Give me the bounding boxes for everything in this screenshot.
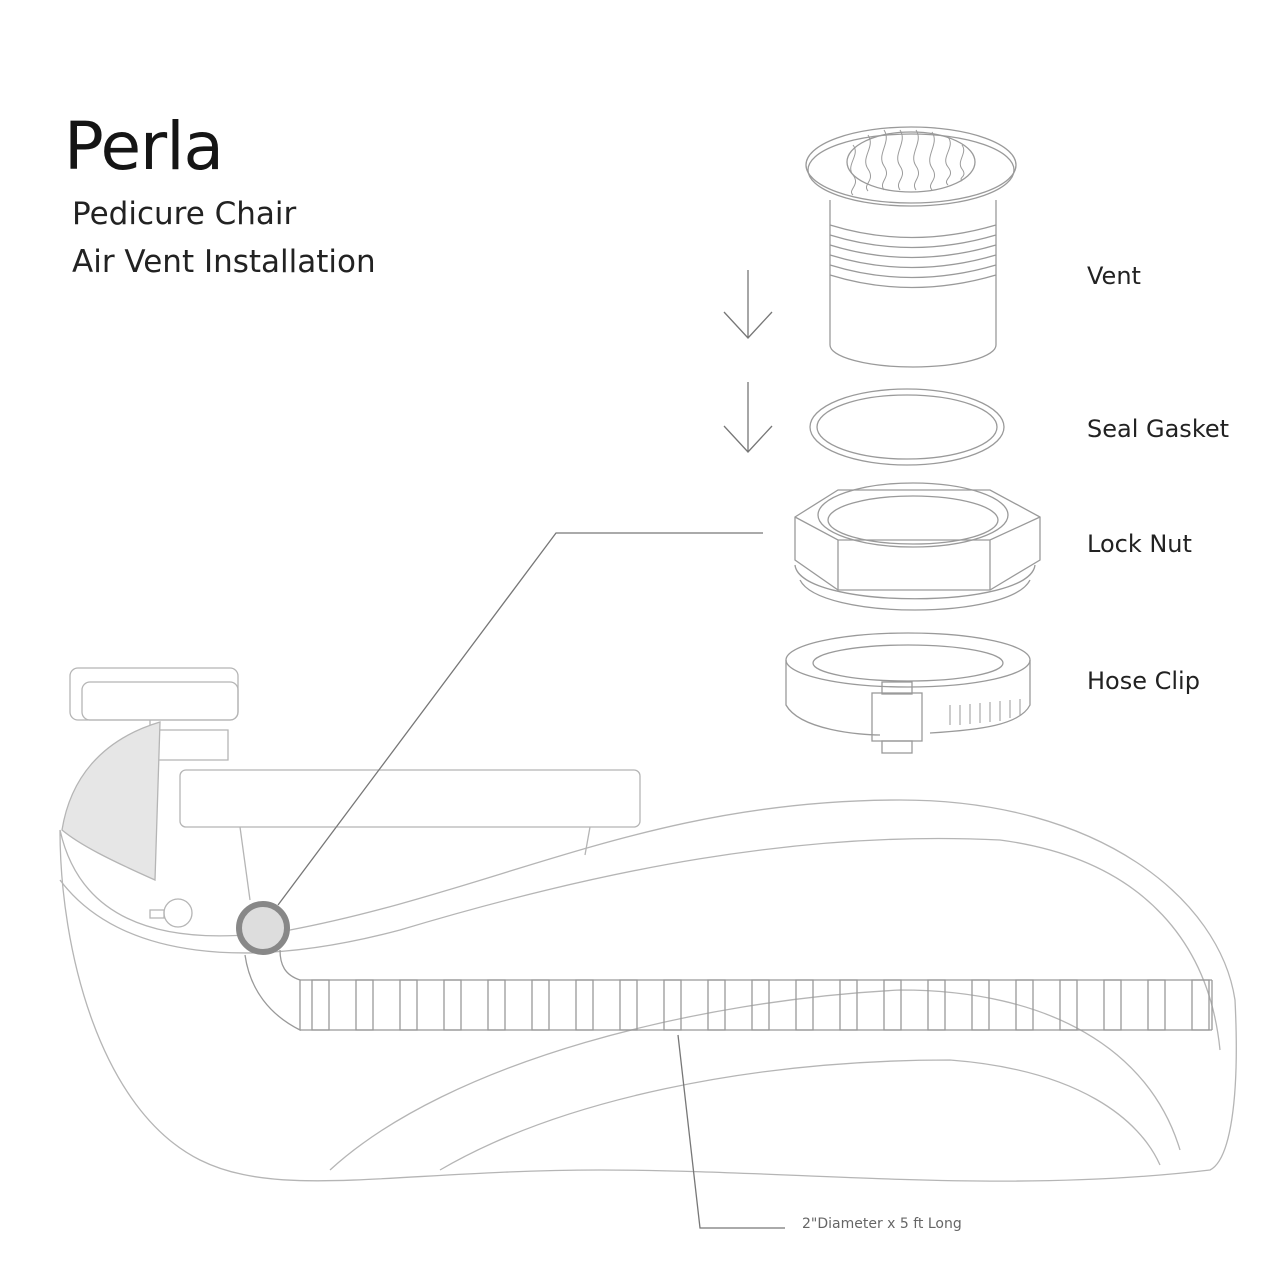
hose-rib (1191, 979, 1210, 1031)
hose-rib (1147, 979, 1166, 1031)
down-arrow-icon (723, 382, 773, 453)
hose-rib (751, 979, 770, 1031)
seal-gasket-illustration (809, 388, 1005, 466)
hose-rib (311, 979, 330, 1031)
hose-rib (619, 979, 638, 1031)
hose-rib (1015, 979, 1034, 1031)
hose-rib (707, 979, 726, 1031)
part-label-seal-gasket: Seal Gasket (1087, 415, 1230, 443)
hose-rib (971, 979, 990, 1031)
subtitle-line: Air Vent Installation (72, 244, 376, 280)
hose-rib (795, 979, 814, 1031)
hose-rib (1059, 979, 1078, 1031)
hose-rib (355, 979, 374, 1031)
hose-rib (487, 979, 506, 1031)
hose-callout-line (677, 1034, 785, 1229)
hose-rib (531, 979, 550, 1031)
hose-illustration (244, 949, 1213, 1032)
hose-rib (575, 979, 594, 1031)
hose-rib (443, 979, 462, 1031)
hose-size-note: 2"Diameter x 5 ft Long (802, 1216, 962, 1232)
hose-rib (1103, 979, 1122, 1031)
hose-rib (839, 979, 858, 1031)
subtitle-line: Pedicure Chair (72, 196, 297, 232)
hose-rib (399, 979, 418, 1031)
part-label-lock-nut: Lock Nut (1087, 530, 1192, 558)
hose-rib (927, 979, 946, 1031)
pedicure-chair-illustration (59, 667, 1237, 1182)
air-vent-location-icon (236, 901, 290, 955)
lock-nut-illustration (794, 482, 1041, 611)
down-arrow-icon (723, 270, 773, 339)
hose-rib (663, 979, 682, 1031)
part-label-hose-clip: Hose Clip (1087, 667, 1200, 695)
part-label-vent: Vent (1087, 262, 1141, 290)
vent-part-illustration (805, 126, 1017, 368)
hose-clip-illustration (785, 632, 1031, 754)
hose-rib (883, 979, 902, 1031)
vent-callout-line (277, 532, 763, 906)
page-title: Perla (64, 108, 224, 185)
